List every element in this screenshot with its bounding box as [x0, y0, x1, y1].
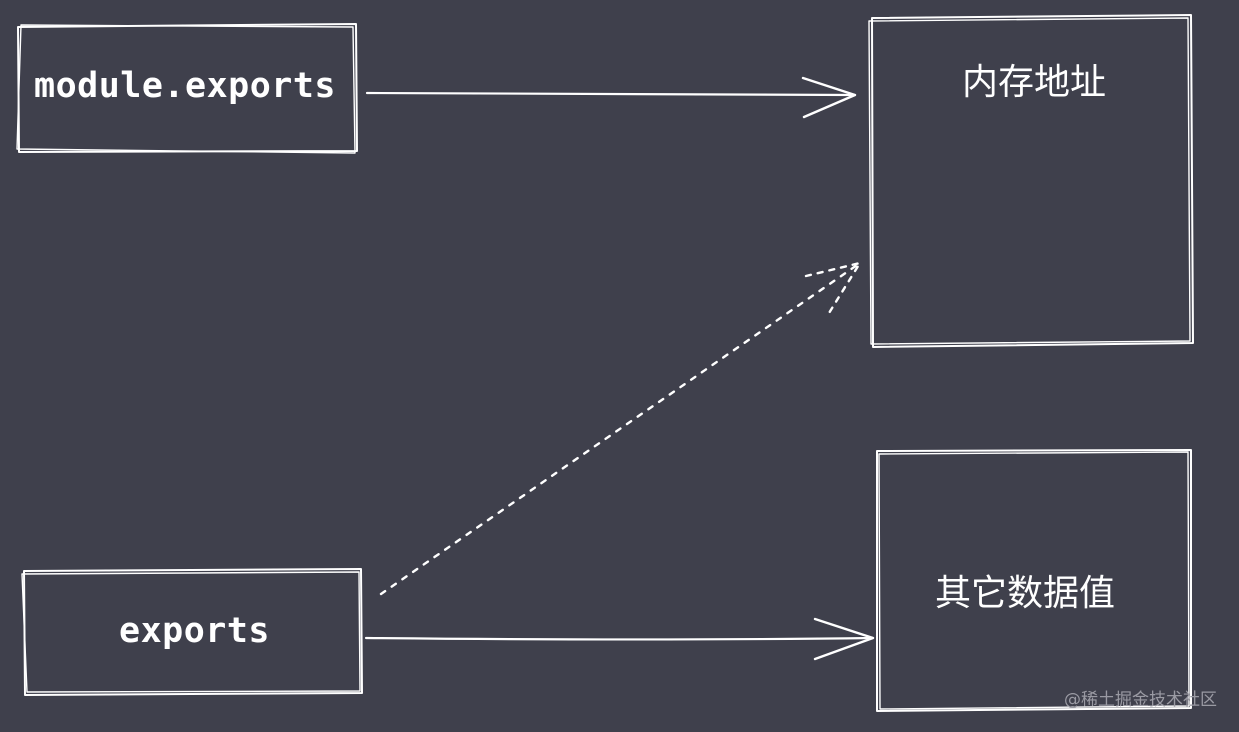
other-values-box: [876, 449, 1192, 712]
memory-address-box: [868, 14, 1194, 348]
module-exports-arrow: [365, 76, 857, 119]
exports-arrow: [364, 617, 875, 661]
module-exports-box: [16, 23, 358, 154]
other-values-label: 其它数据值: [935, 573, 1116, 614]
exports-box: [21, 568, 363, 696]
module-exports-label: module.exports: [34, 66, 337, 106]
exports-label: exports: [119, 611, 271, 651]
exports-dashed-arrow: [379, 261, 862, 596]
watermark: @稀土掘金技术社区: [1064, 690, 1217, 710]
memory-address-label: 内存地址: [962, 62, 1107, 103]
